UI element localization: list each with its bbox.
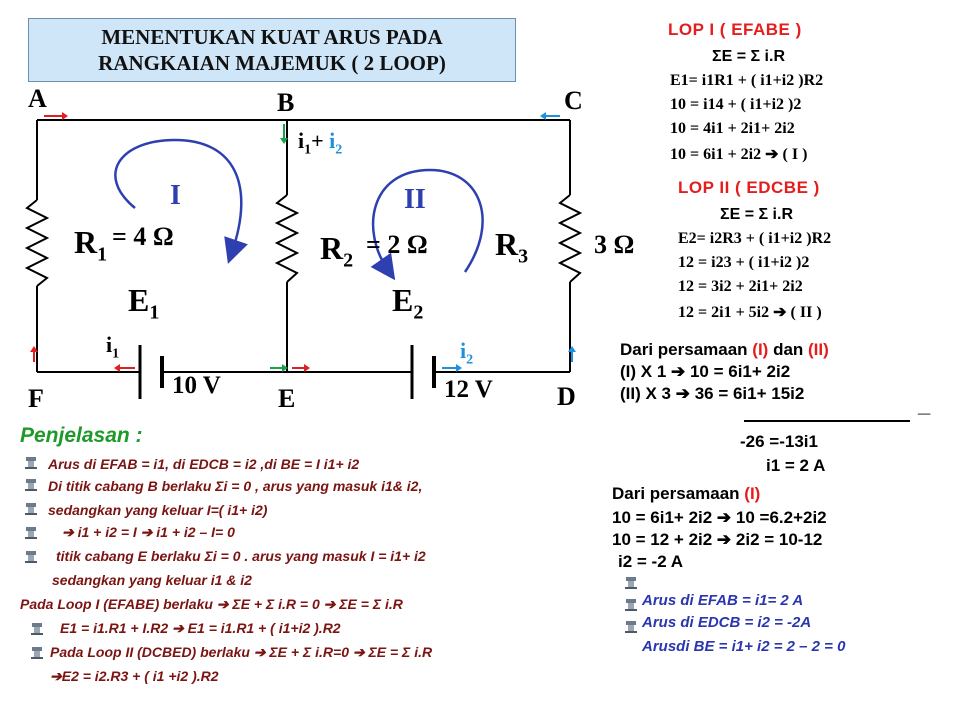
penjelasan-line-5: titik cabang E berlaku Σi = 0 . arus yan…: [56, 548, 426, 564]
result-3: Arusdi BE = i1+ i2 = 2 – 2 = 0: [642, 638, 846, 655]
current-b-label: i1+ i2: [298, 128, 343, 158]
result-1: Arus di EFAB = i1= 2 A: [642, 592, 804, 609]
loop2-eq-4: 12 = 3i2 + 2i1+ 2i2: [678, 278, 803, 295]
node-b: B: [277, 88, 295, 117]
loop2-arrow: [370, 168, 484, 281]
resistor-r2: [274, 194, 300, 283]
bullet-icon: [25, 503, 37, 515]
loop1-eq-1: ΣE = Σ i.R: [712, 48, 785, 65]
subst-row-1: 10 = 6i1+ 2i2 ➔ 10 =6.2+2i2: [612, 508, 827, 527]
loop2-eq-5: 12 = 2i1 + 5i2 ➔ ( II ): [678, 304, 822, 321]
subst-row-3: i2 = -2 A: [618, 552, 684, 571]
bullet-icon: [25, 479, 37, 491]
title-box: MENENTUKAN KUAT ARUS PADA RANGKAIAN MAJE…: [28, 18, 516, 82]
node-d: D: [557, 382, 576, 411]
node-c: C: [564, 86, 583, 115]
bullet-icon: [25, 457, 37, 469]
bullet-icon: [25, 551, 37, 563]
loop2-heading: LOP II ( EDCBE ): [678, 178, 820, 197]
penjelasan-line-9: Pada Loop II (DCBED) berlaku ➔ ΣE + Σ i.…: [50, 644, 433, 660]
r2-value: = 2 Ω: [366, 230, 428, 259]
loop2-eq-1: ΣE = Σ i.R: [720, 206, 793, 223]
bullet-icon: [31, 647, 43, 659]
subst-row-2: 10 = 12 + 2i2 ➔ 2i2 = 10-12: [612, 530, 823, 549]
current-i1-label: i1: [106, 332, 120, 362]
loop1-arrow: [114, 138, 248, 264]
node-f: F: [28, 384, 44, 413]
penjelasan-line-6: sedangkan yang keluar i1 & i2: [52, 572, 252, 588]
elim-row-4: i1 = 2 A: [766, 456, 826, 475]
title-line-1: MENENTUKAN KUAT ARUS PADA: [101, 25, 443, 49]
e1-label: E1: [128, 282, 160, 324]
loop1-eq-4: 10 = 4i1 + 2i1+ 2i2: [670, 120, 795, 137]
current-arrows: [30, 112, 576, 372]
circuit-wires: [24, 119, 583, 373]
title-line-2: RANGKAIAN MAJEMUK ( 2 LOOP): [98, 51, 446, 75]
bullet-icon: [25, 527, 37, 539]
resistor-r3: [557, 194, 583, 283]
penjelasan-heading: Penjelasan :: [20, 424, 143, 447]
penjelasan-line-2: Di titik cabang B berlaku Σi = 0 , arus …: [48, 478, 423, 494]
loop1-label: I: [170, 180, 181, 211]
loop1-heading: LOP I ( EFABE ): [668, 20, 802, 39]
loop1-eq-2: E1= i1R1 + ( i1+i2 )R2: [670, 72, 824, 89]
loop2-eq-2: E2= i2R3 + ( i1+i2 )R2: [678, 230, 832, 247]
node-e: E: [278, 384, 296, 413]
r3-value: 3 Ω: [594, 230, 635, 259]
loop1-eq-3: 10 = i14 + ( i1+i2 )2: [670, 96, 802, 113]
penjelasan-line-4: ➔ i1 + i2 = I ➔ i1 + i2 – I= 0: [62, 524, 235, 540]
elim-minus: _: [918, 392, 931, 417]
result-2: Arus di EDCB = i2 = -2A: [642, 614, 812, 631]
loop2-label: II: [404, 184, 426, 215]
r1-label: R1: [74, 224, 108, 266]
node-a: A: [28, 84, 47, 113]
loop1-eq-5: 10 = 6i1 + 2i2 ➔ ( I ): [670, 146, 808, 163]
bullet-icon: [31, 623, 43, 635]
r1-value: = 4 Ω: [112, 222, 174, 251]
elim-row-2: (II) X 3 ➔ 36 = 6i1+ 15i2: [620, 384, 805, 403]
e2-label: E2: [392, 282, 424, 324]
subst-heading: Dari persamaan (I): [612, 484, 761, 503]
result-bullet-icon: [625, 599, 637, 611]
result-bullet-icon: [625, 621, 637, 633]
penjelasan-line-7: Pada Loop I (EFABE) berlaku ➔ ΣE + Σ i.R…: [20, 596, 403, 612]
loop2-eq-3: 12 = i23 + ( i1+i2 )2: [678, 254, 810, 271]
elim-divider: [744, 420, 910, 422]
r3-label: R3: [495, 226, 529, 268]
elim-row-1: (I) X 1 ➔ 10 = 6i1+ 2i2: [620, 362, 791, 381]
elim-row-3: -26 =-13i1: [740, 432, 818, 451]
penjelasan-line-3: sedangkan yang keluar I=( i1+ i2): [48, 502, 268, 518]
r2-label: R2: [320, 230, 354, 272]
voltage-e2: 12 V: [444, 376, 493, 403]
penjelasan-line-8: E1 = i1.R1 + I.R2 ➔ E1 = i1.R1 + ( i1+i2…: [60, 620, 341, 636]
current-i2-label: i2: [460, 338, 474, 368]
result-bullet-icon: [625, 577, 637, 589]
penjelasan-line-1: Arus di EFAB = i1, di EDCB = i2 ,di BE =…: [48, 456, 360, 472]
resistor-r1: [24, 199, 50, 287]
penjelasan-line-10: ➔E2 = i2.R3 + ( i1 +i2 ).R2: [50, 668, 219, 684]
elim-heading: Dari persamaan (I) dan (II): [620, 340, 829, 359]
voltage-e1: 10 V: [172, 372, 221, 399]
